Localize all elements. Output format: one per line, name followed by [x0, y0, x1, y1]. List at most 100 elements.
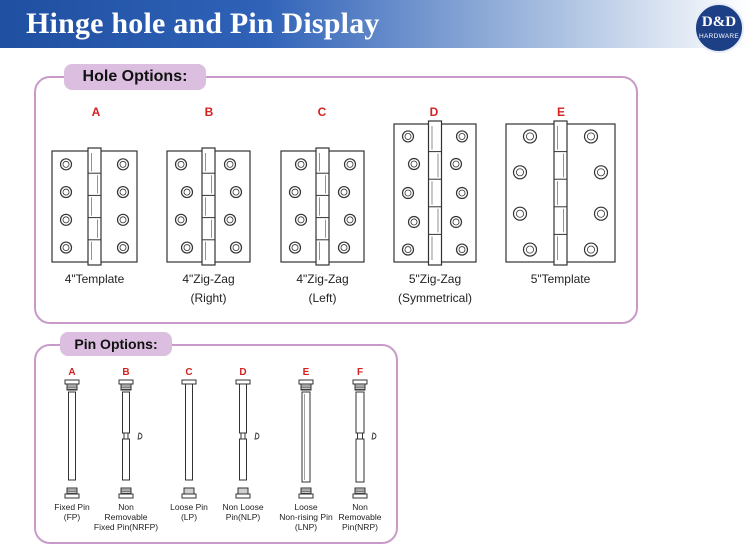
- hole-caption-line: 4"Zig-Zag: [182, 272, 235, 286]
- screw-hole-inner: [587, 245, 595, 254]
- pin-thread-bottom: [237, 487, 249, 495]
- hole-option-caption: 4"Zig-Zag(Right): [149, 270, 269, 308]
- screw-hole: [455, 186, 469, 200]
- retaining-clip: [254, 432, 260, 440]
- pin-caption-line: (FP): [63, 512, 81, 522]
- screw-hole: [337, 185, 351, 199]
- screw-hole-inner: [458, 189, 466, 197]
- pin-caption-line: (LP): [180, 512, 198, 522]
- screw-hole: [401, 243, 415, 256]
- screw-hole-inner: [291, 244, 299, 251]
- hinge-diagram: [393, 120, 477, 266]
- screw-hole: [455, 243, 469, 256]
- screw-hole-inner: [346, 160, 354, 168]
- screw-hole: [229, 185, 243, 199]
- pin-diagram: [235, 379, 260, 499]
- pin-shaft-upper: [239, 383, 247, 434]
- hinge-diagram: [51, 147, 138, 266]
- screw-hole-inner: [587, 132, 595, 141]
- screw-hole: [337, 241, 351, 254]
- screw-hole: [294, 158, 308, 171]
- screw-hole-inner: [62, 188, 70, 196]
- screw-hole-inner: [526, 245, 534, 254]
- pin-thread-bottom: [183, 487, 195, 495]
- screw-hole: [583, 242, 599, 257]
- pin-options-panel: [34, 344, 398, 544]
- screw-hole-inner: [119, 160, 127, 168]
- hole-caption-line: 5"Zig-Zag: [408, 272, 462, 286]
- screw-hole: [449, 215, 463, 229]
- pin-shaft-upper: [122, 391, 130, 434]
- pin-option-letter: F: [356, 367, 364, 378]
- pin-bottom-cap: [64, 493, 80, 499]
- pin-option-caption: Fixed Pin(FP): [30, 502, 114, 522]
- screw-hole: [407, 157, 421, 171]
- screw-hole-inner: [183, 244, 191, 251]
- hinge-diagram: [166, 147, 251, 266]
- pin-thread-top: [66, 383, 78, 391]
- pin-thread-top: [354, 383, 366, 391]
- pin-caption-line: Removable: [338, 512, 382, 522]
- hole-option-letter: A: [91, 105, 101, 119]
- pin-caption-line: (LNP): [294, 522, 318, 532]
- pin-thread-top: [300, 383, 312, 391]
- pin-shaft-lower: [239, 438, 247, 481]
- screw-hole: [288, 241, 302, 254]
- pin-option-letter: D: [239, 367, 247, 378]
- screw-hole-inner: [297, 160, 305, 168]
- screw-hole: [229, 241, 243, 254]
- pin-shaft-lower: [122, 438, 130, 481]
- screw-hole-inner: [597, 168, 605, 177]
- pin-caption-line: Pin(NLP): [225, 512, 261, 522]
- screw-hole: [294, 213, 308, 226]
- screw-hole-inner: [62, 160, 70, 168]
- screw-hole-inner: [458, 132, 466, 140]
- screw-hole: [343, 158, 357, 171]
- pin-option-letter: B: [122, 367, 130, 378]
- screw-hole: [583, 129, 599, 144]
- hole-caption-line: (Left): [308, 291, 337, 305]
- screw-hole: [223, 158, 237, 171]
- screw-hole-inner: [119, 244, 127, 251]
- screw-hole: [401, 186, 415, 200]
- screw-hole: [407, 215, 421, 229]
- logo-sub-text: HARDWARE: [698, 33, 740, 40]
- pin-caption-line: Non: [352, 502, 368, 512]
- header-banner: Hinge hole and Pin Display: [0, 0, 750, 48]
- page-title: Hinge hole and Pin Display: [26, 7, 380, 40]
- retaining-clip: [137, 432, 143, 440]
- hole-option-caption: 4"Template: [35, 270, 155, 289]
- hole-option-caption: 5"Zig-Zag (Symmetrical): [375, 270, 495, 308]
- screw-hole-inner: [452, 218, 460, 226]
- screw-hole: [449, 157, 463, 171]
- screw-hole-inner: [119, 216, 127, 224]
- hole-caption-line: 4"Zig-Zag: [296, 272, 349, 286]
- pin-top-cap: [352, 379, 368, 385]
- pin-options-label: Pin Options:: [60, 332, 172, 356]
- screw-hole-inner: [516, 168, 524, 177]
- screw-hole-inner: [119, 188, 127, 196]
- pin-thread-top: [120, 383, 132, 391]
- screw-hole: [174, 158, 188, 171]
- screw-hole-inner: [62, 216, 70, 224]
- hole-caption-line: 5"Template: [530, 272, 591, 286]
- pin-caption-line: Fixed Pin(NRFP): [93, 522, 159, 532]
- screw-hole: [522, 129, 538, 144]
- screw-hole: [116, 213, 130, 226]
- screw-hole-inner: [297, 216, 305, 224]
- screw-hole: [522, 242, 538, 257]
- screw-hole-inner: [346, 216, 354, 224]
- screw-hole: [59, 185, 73, 199]
- screw-hole: [116, 241, 130, 254]
- pin-bottom-cap: [352, 493, 368, 499]
- pin-caption-line: Fixed Pin: [54, 502, 90, 512]
- screw-hole: [512, 165, 528, 180]
- pin-bottom-cap: [181, 493, 197, 499]
- hole-option-caption: 4"Zig-Zag (Left): [263, 270, 383, 308]
- screw-hole-inner: [183, 188, 191, 196]
- pin-caption-line: Loose Pin: [170, 502, 208, 512]
- pin-bottom-cap: [298, 493, 314, 499]
- hole-caption-line: (Symmetrical): [398, 291, 472, 305]
- pin-diagram: [64, 379, 80, 499]
